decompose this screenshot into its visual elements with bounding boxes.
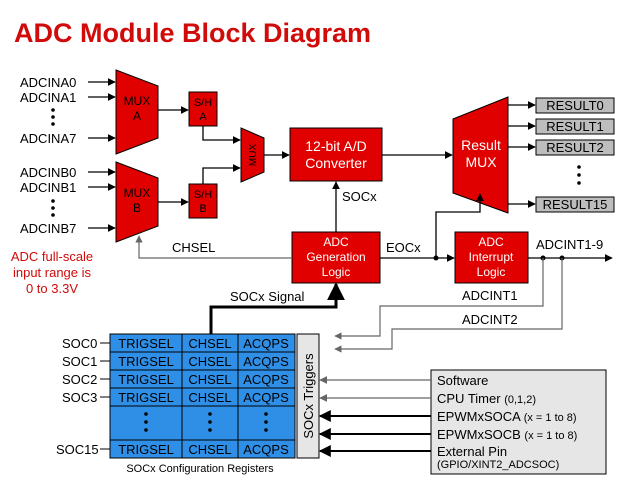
ad-converter-block [289, 127, 383, 182]
interrupt-logic-label-2: Interrupt [469, 250, 514, 264]
cell-acqps-soc2: ACQPS [243, 372, 289, 387]
sample-hold-b-block [188, 183, 218, 219]
cell-trigsel-soc2: TRIGSEL [118, 372, 174, 387]
mux-a-sublabel: A [133, 109, 141, 123]
eocx-label: EOCx [386, 240, 421, 255]
mux-b-sublabel: B [133, 201, 141, 215]
register-caption: SOCx Configuration Registers [126, 463, 274, 475]
input-label-adcinb7: ADCINB7 [20, 221, 76, 236]
trigger-sources-box [430, 369, 607, 475]
adcint1-9-label: ADCINT1-9 [536, 237, 603, 252]
generation-logic-label-2: Generation [306, 250, 365, 264]
interrupt-logic-label-3: Logic [477, 265, 506, 279]
cell-trigsel-soc3: TRIGSEL [118, 390, 174, 405]
soc-triggers-bar [296, 333, 320, 459]
sample-hold-b-sublabel: B [199, 203, 206, 215]
ad-converter-label: 12-bit A/D [305, 138, 366, 154]
cell-trigsel-soc15: TRIGSEL [118, 442, 174, 457]
input-label-adcinb1: ADCINB1 [20, 180, 76, 195]
sample-hold-b-label: S/H [194, 189, 212, 201]
mux-small-block [240, 127, 265, 183]
trigger-external-pin-sub: (GPIO/XINT2_ADCSOC) [437, 459, 559, 471]
socx-signal-label: SOCx Signal [230, 289, 305, 304]
input-label-adcina7: ADCINA7 [20, 131, 76, 146]
result-mux-label: Result [461, 137, 501, 153]
diagram-title: ADC Module Block Diagram [14, 18, 372, 48]
cell-chsel-soc15: CHSEL [188, 442, 231, 457]
trigger-epwm-socb: EPWMxSOCB (x = 1 to 8) [437, 427, 577, 442]
trigger-epwm-soca: EPWMxSOCA (x = 1 to 8) [437, 409, 577, 424]
result2-label: RESULT2 [546, 140, 604, 155]
mux-b-block [115, 161, 159, 243]
sample-hold-a-label: S/H [194, 97, 212, 109]
soc-triggers-label: SOCx Triggers [301, 353, 316, 439]
mux-a-label: MUX [124, 94, 151, 108]
generation-logic-label-1: ADC [323, 235, 349, 249]
interrupt-logic-label-1: ADC [478, 235, 504, 249]
generation-logic-label-3: Logic [322, 265, 351, 279]
mux-b-label: MUX [124, 186, 151, 200]
cell-chsel-soc2: CHSEL [188, 372, 231, 387]
sample-hold-a-block [188, 91, 218, 127]
result-mux-sublabel: MUX [465, 154, 497, 170]
soc-row-label-1: SOC1 [62, 354, 97, 369]
result-ellipsis-dots [577, 165, 581, 185]
cell-trigsel-soc0: TRIGSEL [118, 336, 174, 351]
result15-box [535, 196, 615, 213]
result-mux-block [452, 96, 509, 214]
result1-box [535, 118, 615, 135]
mux-small-label: MUX [248, 144, 259, 167]
cell-trigsel-soc1: TRIGSEL [118, 354, 174, 369]
trigger-software: Software [437, 373, 488, 388]
soc-row-label-2: SOC2 [62, 372, 97, 387]
cell-acqps-soc3: ACQPS [243, 390, 289, 405]
socx-label: SOCx [342, 189, 377, 204]
register-ellipsis-dots [144, 412, 268, 432]
result0-label: RESULT0 [546, 98, 604, 113]
cell-chsel-soc1: CHSEL [188, 354, 231, 369]
adcint2-label: ADCINT2 [462, 312, 518, 327]
ellipsis-dots-b [51, 199, 55, 217]
chsel-signal-label: CHSEL [172, 240, 215, 255]
generation-logic-block [291, 231, 381, 284]
soc-row-label-3: SOC3 [62, 390, 97, 405]
cell-chsel-soc0: CHSEL [188, 336, 231, 351]
result1-label: RESULT1 [546, 119, 604, 134]
result2-box [535, 139, 615, 156]
input-label-adcinb0: ADCINB0 [20, 165, 76, 180]
mux-a-block [115, 69, 159, 155]
cell-acqps-soc0: ACQPS [243, 336, 289, 351]
soc-row-label-0: SOC0 [62, 336, 97, 351]
interrupt-logic-block [454, 231, 529, 284]
ad-converter-sublabel: Converter [305, 155, 367, 171]
cell-acqps-soc1: ACQPS [243, 354, 289, 369]
input-label-adcina0: ADCINA0 [20, 75, 76, 90]
trigger-external-pin: External Pin [437, 444, 507, 459]
full-scale-note: ADC full-scale input range is 0 to 3.3V [10, 249, 94, 296]
input-label-adcina1: ADCINA1 [20, 90, 76, 105]
trigger-cpu-timer: CPU Timer (0,1,2) [437, 391, 536, 406]
cell-chsel-soc3: CHSEL [188, 390, 231, 405]
soc-register-table [109, 333, 296, 459]
ellipsis-dots-a [51, 108, 55, 126]
result15-label: RESULT15 [543, 197, 608, 212]
cell-acqps-soc15: ACQPS [243, 442, 289, 457]
soc-row-label-15: SOC15 [56, 442, 99, 457]
result0-box [535, 97, 615, 114]
adcint1-label: ADCINT1 [462, 288, 518, 303]
sample-hold-a-sublabel: A [199, 111, 207, 123]
